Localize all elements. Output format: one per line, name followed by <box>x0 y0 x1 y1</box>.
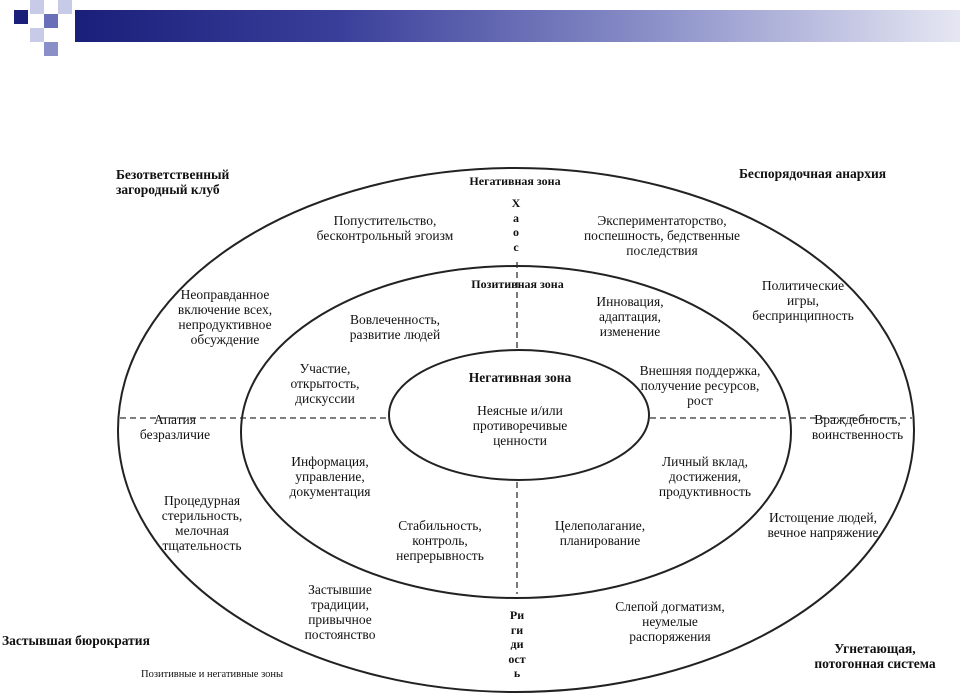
corner-top-left: Безответственный загородный клуб <box>116 167 230 197</box>
middle-bottom-left-text: Стабильность, контроль, непрерывность <box>396 518 484 563</box>
middle-bottom-right-text: Целеполагание, планирование <box>554 518 646 548</box>
outer-top-right-text: Экспериментаторство, поспешность, бедств… <box>583 213 741 258</box>
inner-ellipse <box>388 349 650 481</box>
center-zone-label: Негативная зона <box>468 370 572 385</box>
outer-right-text: Враждебность, воинственность <box>811 412 904 442</box>
outer-bottom-right-text: Слепой догматизм, неумелые распоряжения <box>615 599 725 644</box>
middle-lower-right-text: Личный вклад, достижения, продуктивность <box>658 454 752 499</box>
header-square <box>30 28 44 42</box>
outer-upper-left-text: Неоправданное включение всех, непродукти… <box>177 287 273 347</box>
outer-ellipse <box>117 167 915 693</box>
middle-zone-label: Позитивная зона <box>471 277 564 291</box>
header-square <box>44 14 58 28</box>
outer-zone-label: Негативная зона <box>469 174 561 188</box>
rigidity-label: Ри ги ди ост ь <box>508 608 526 680</box>
outer-left-text: Апатия безразличие <box>139 412 211 442</box>
chaos-label: Х а о с <box>511 196 521 254</box>
diagram-caption: Позитивные и негативные зоны <box>141 669 284 680</box>
header-stripe <box>75 10 960 42</box>
middle-lower-left-text: Информация, управление, документация <box>289 454 371 499</box>
corner-top-right: Беспорядочная анархия <box>739 166 887 181</box>
center-text: Неясные и/или противоречивые ценности <box>472 403 568 448</box>
middle-top-left-text: Вовлеченность, развитие людей <box>349 312 441 342</box>
middle-top-right-text: Инновация, адаптация, изменение <box>596 294 664 339</box>
outer-upper-right-text: Политические игры, беспринципность <box>752 278 854 323</box>
slide-header <box>0 0 960 60</box>
middle-upper-right-text: Внешняя поддержка, получение ресурсов, р… <box>639 363 761 408</box>
corner-bottom-right: Угнетающая, потогонная система <box>814 641 936 671</box>
middle-ellipse <box>240 265 792 599</box>
outer-lower-right-text: Истощение людей, вечное напряжение <box>767 510 879 540</box>
middle-upper-left-text: Участие, открытость, дискуссии <box>290 361 360 406</box>
outer-lower-left-text: Процедурная стерильность, мелочная тщате… <box>161 493 243 553</box>
header-square <box>30 0 44 14</box>
outer-top-left-text: Попустительство, бесконтрольный эгоизм <box>316 213 454 243</box>
header-square <box>14 10 28 24</box>
corner-bottom-left: Застывшая бюрократия <box>2 633 150 648</box>
outer-bottom-left-text: Застывшие традиции, привычное постоянств… <box>304 582 376 642</box>
header-square <box>58 0 72 14</box>
header-square <box>44 42 58 56</box>
